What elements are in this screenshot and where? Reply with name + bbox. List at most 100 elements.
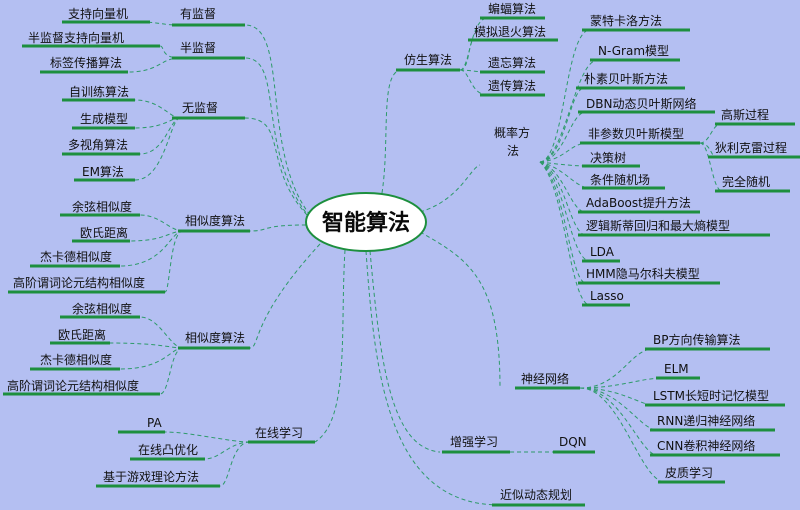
connector-line <box>134 99 181 119</box>
node-dbn: DBN动态贝叶斯网络 <box>586 96 696 111</box>
node-lstm: LSTM长短时记忆模型 <box>653 389 769 403</box>
node-sim2-euclidean: 欧氏距离 <box>58 327 106 342</box>
connector-line <box>134 117 181 181</box>
node-genetic: 遗传算法 <box>488 78 536 93</box>
node-hmm: HMM隐马尔科夫模型 <box>586 266 700 281</box>
node-probability-line1: 概率方 <box>494 125 530 140</box>
node-sim1-cosine: 余弦相似度 <box>72 199 132 214</box>
node-dirichlet-process: 狄利克雷过程 <box>715 140 787 155</box>
connector-line <box>109 342 184 349</box>
node-lasso: Lasso <box>590 289 624 303</box>
node-simulated-annealing: 模拟退火算法 <box>474 24 546 39</box>
connector-line <box>579 387 658 456</box>
center-label: 智能算法 <box>322 210 410 236</box>
connector-line <box>244 24 311 216</box>
connector-line <box>314 249 346 443</box>
node-multi-view: 多视角算法 <box>68 137 128 152</box>
connector-line <box>539 87 585 163</box>
node-naive-bayes: 朴素贝叶斯方法 <box>584 71 668 86</box>
connector-line <box>365 250 501 506</box>
node-self-training: 自训练算法 <box>69 84 129 99</box>
node-adaboost: AdaBoost提升方法 <box>586 195 691 210</box>
node-cnn: CNN卷积神经网络 <box>657 438 755 453</box>
connector-line <box>539 59 599 163</box>
node-crf: 条件随机场 <box>590 172 650 187</box>
connector-line <box>249 243 321 349</box>
connector-line <box>127 57 181 73</box>
connector-line <box>249 224 307 232</box>
node-sim2-high-order: 高阶谓词论元结构相似度 <box>7 378 139 393</box>
connector-line <box>539 161 591 306</box>
node-bat: 蝙蝠算法 <box>488 1 536 16</box>
node-sim1-euclidean: 欧氏距离 <box>80 225 128 240</box>
connector-line <box>369 250 441 453</box>
node-generative-model: 生成模型 <box>80 112 128 126</box>
node-forgetting: 遗忘算法 <box>488 55 536 70</box>
node-online-convex: 在线凸优化 <box>138 443 198 457</box>
connector-line <box>159 347 184 395</box>
node-label-propagation: 标签传播算法 <box>50 55 122 70</box>
node-unsupervised: 无监督 <box>182 100 218 115</box>
node-semi-svm: 半监督支持向量机 <box>28 30 124 45</box>
node-supervised-svm: 支持向量机 <box>68 6 128 21</box>
connector-line <box>244 57 311 219</box>
connector-line <box>244 117 313 221</box>
connector-line <box>539 161 591 262</box>
node-online-learning: 在线学习 <box>255 425 303 440</box>
node-similarity-2: 相似度算法 <box>185 330 245 345</box>
node-ngram: N-Gram模型 <box>598 44 669 58</box>
node-sim1-high-order: 高阶谓词论元结构相似度 <box>13 275 145 290</box>
connector-line <box>164 230 184 293</box>
connector-lines <box>109 17 723 506</box>
node-similarity-1: 相似度算法 <box>185 213 245 228</box>
node-probability-line2: 法 <box>507 144 519 158</box>
node-underlines <box>3 16 800 507</box>
node-em: EM算法 <box>82 164 124 179</box>
node-sim2-cosine: 余弦相似度 <box>72 301 132 316</box>
node-bp: BP方向传输算法 <box>653 332 740 347</box>
node-reinforcement-learning: 增强学习 <box>450 434 498 449</box>
connector-line <box>139 117 181 155</box>
node-semi-supervised: 半监督 <box>180 40 216 55</box>
node-completely-random: 完全随机 <box>722 174 770 189</box>
connector-line <box>459 69 489 96</box>
node-lda: LDA <box>590 245 615 259</box>
node-decision-tree: 决策树 <box>590 150 626 165</box>
connector-line <box>139 214 184 232</box>
node-gaussian-process: 高斯过程 <box>721 107 769 122</box>
connector-line <box>419 231 501 389</box>
node-online-game: 基于游戏理论方法 <box>103 469 199 484</box>
node-bionic: 仿生算法 <box>404 52 452 67</box>
connector-line <box>381 69 401 194</box>
node-supervised: 有监督 <box>180 6 216 21</box>
connector-line <box>579 387 658 431</box>
center-node <box>305 192 427 252</box>
connector-line <box>539 161 587 236</box>
node-approx-dp: 近似动态规划 <box>500 487 572 502</box>
connector-line <box>579 387 666 483</box>
connector-line <box>579 377 665 389</box>
connector-line <box>139 316 184 349</box>
connector-line <box>419 164 481 213</box>
connector-line <box>539 29 591 163</box>
node-cortical-learning: 皮质学习 <box>665 465 713 480</box>
connector-line <box>539 142 589 163</box>
connector-line <box>219 441 251 487</box>
node-nonparametric-bayes: 非参数贝叶斯模型 <box>588 126 684 141</box>
connector-line <box>159 45 181 59</box>
node-sim2-jaccard: 杰卡德相似度 <box>40 352 112 367</box>
connector-line <box>699 123 722 144</box>
node-monte-carlo: 蒙特卡洛方法 <box>590 13 662 28</box>
connector-line <box>579 387 654 406</box>
connector-line <box>204 441 251 460</box>
node-dqn: DQN <box>559 435 587 449</box>
connector-line <box>164 431 251 443</box>
node-neural-network: 神经网络 <box>521 371 569 386</box>
connector-line <box>539 161 587 284</box>
connector-line <box>539 161 591 167</box>
node-sim1-jaccard: 杰卡德相似度 <box>40 249 112 264</box>
connector-line <box>459 39 475 71</box>
node-rnn: RNN递归神经网络 <box>657 413 755 428</box>
